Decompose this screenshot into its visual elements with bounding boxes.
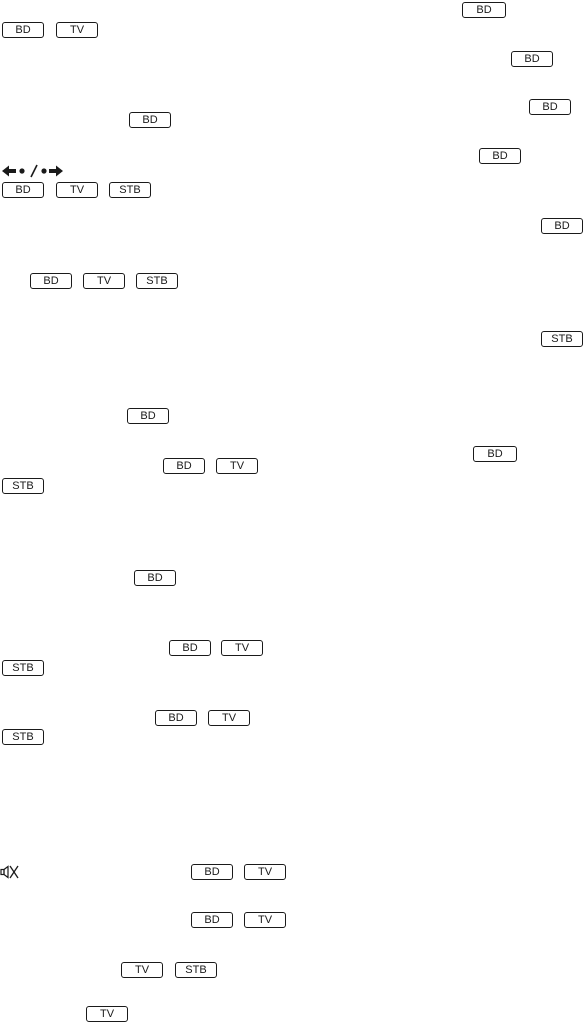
bd-badge: BD — [134, 570, 176, 586]
bd-badge: BD — [2, 182, 44, 198]
tv-badge: TV — [86, 1006, 128, 1022]
bd-badge: BD — [169, 640, 211, 656]
bd-badge: BD — [191, 864, 233, 880]
tv-badge: TV — [216, 458, 258, 474]
bd-badge: BD — [473, 446, 517, 462]
bd-badge: BD — [163, 458, 205, 474]
arrows-dot-slash-dot-icon — [1, 163, 77, 184]
bd-badge: BD — [511, 51, 553, 67]
stb-badge: STB — [2, 478, 44, 494]
tv-badge: TV — [244, 912, 286, 928]
stb-badge: STB — [2, 660, 44, 676]
bd-badge: BD — [479, 148, 521, 164]
bd-badge: BD — [155, 710, 197, 726]
stb-badge: STB — [109, 182, 151, 198]
stb-badge: STB — [136, 273, 178, 289]
tv-badge: TV — [83, 273, 125, 289]
tv-badge: TV — [244, 864, 286, 880]
tv-badge: TV — [56, 182, 98, 198]
tv-badge: TV — [56, 22, 98, 38]
bd-badge: BD — [191, 912, 233, 928]
stb-badge: STB — [2, 729, 44, 745]
bd-badge: BD — [462, 2, 506, 18]
bd-badge: BD — [129, 112, 171, 128]
stb-badge: STB — [175, 962, 217, 978]
tv-badge: TV — [221, 640, 263, 656]
bd-badge: BD — [127, 408, 169, 424]
stb-badge: STB — [541, 331, 583, 347]
bd-badge: BD — [541, 218, 583, 234]
bd-badge: BD — [529, 99, 571, 115]
tv-badge: TV — [208, 710, 250, 726]
bd-badge: BD — [2, 22, 44, 38]
mute-speaker-icon — [0, 864, 20, 885]
bd-badge: BD — [30, 273, 72, 289]
tv-badge: TV — [121, 962, 163, 978]
